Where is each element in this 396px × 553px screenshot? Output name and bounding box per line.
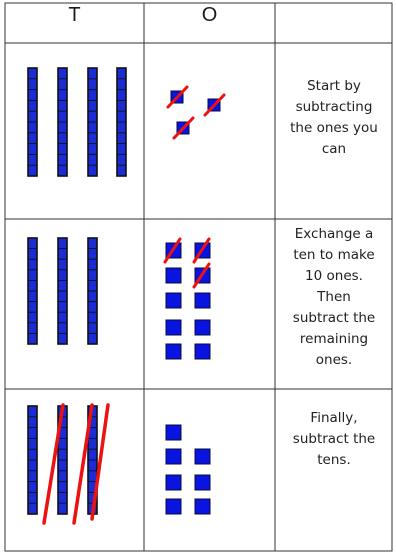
one-block	[195, 344, 210, 359]
one-block	[166, 449, 181, 464]
one-block	[166, 499, 181, 514]
one-block	[166, 344, 181, 359]
one-block	[166, 293, 181, 308]
one-block	[195, 475, 210, 490]
one-block	[195, 320, 210, 335]
one-block	[195, 293, 210, 308]
one-block	[195, 499, 210, 514]
one-block	[166, 320, 181, 335]
one-block	[166, 475, 181, 490]
one-block	[195, 449, 210, 464]
one-block	[166, 425, 181, 440]
one-block	[166, 268, 181, 283]
